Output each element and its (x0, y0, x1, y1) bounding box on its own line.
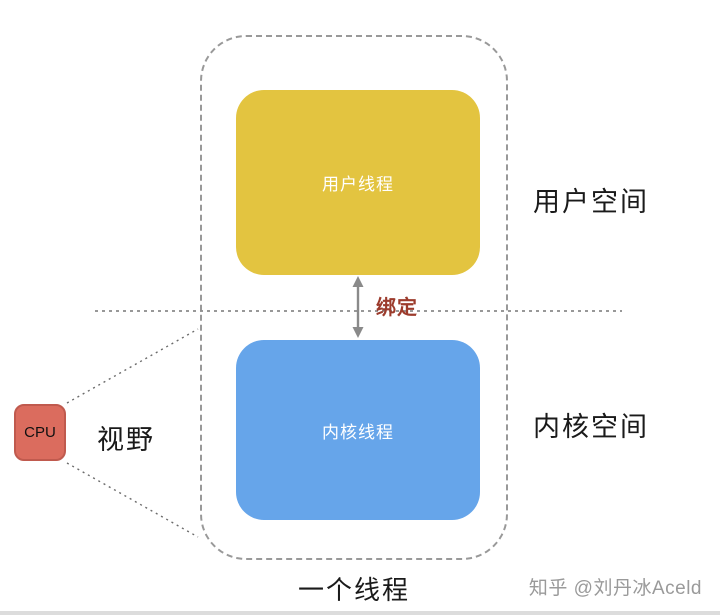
user-space-label: 用户空间 (533, 187, 649, 217)
kernel-thread-box: 内核线程 (236, 340, 480, 520)
kernel-space-label: 内核空间 (533, 412, 649, 442)
cpu-label: CPU (24, 424, 56, 441)
binding-label: 绑定 (376, 297, 418, 319)
page-bottom-edge (0, 611, 720, 615)
view-cone-lower-line (66, 462, 199, 538)
one-thread-caption: 一个线程 (297, 575, 410, 605)
user-thread-label: 用户线程 (322, 175, 394, 194)
watermark: 知乎 @刘丹冰Aceld (528, 578, 702, 599)
kernel-thread-label: 内核线程 (322, 422, 394, 442)
thread-group-outline (200, 35, 508, 560)
view-label: 视野 (97, 425, 155, 455)
view-cone-upper-line (66, 328, 199, 404)
user-thread-box: 用户线程 (236, 90, 480, 275)
cpu-box: CPU (14, 404, 66, 461)
